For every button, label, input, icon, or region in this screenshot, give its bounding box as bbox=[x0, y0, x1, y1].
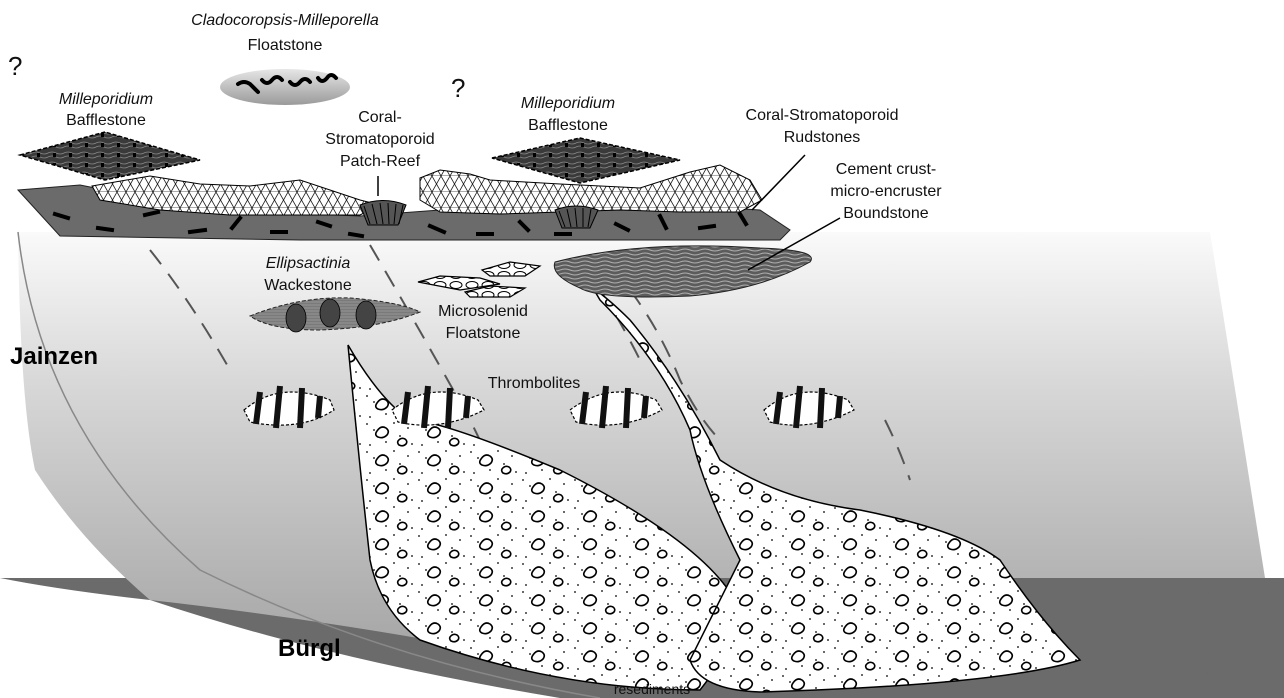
milleporidium-bafflestone-left bbox=[20, 132, 200, 180]
cladocoropsis-floatstone-oval bbox=[220, 69, 350, 105]
milleporidium-bafflestone-right bbox=[492, 138, 680, 183]
ellipsactinia-sub-label: Wackestone bbox=[264, 277, 352, 294]
patch-reef-right bbox=[555, 206, 598, 228]
milleporidium-left-sub: Bafflestone bbox=[66, 112, 146, 129]
cement-label-2: micro-encruster bbox=[830, 183, 942, 200]
burgl-label: Bürgl bbox=[278, 635, 341, 662]
patch-reef-label-1: Coral- bbox=[358, 109, 402, 126]
resediments-label: resediments bbox=[614, 681, 690, 697]
jainzen-label: Jainzen bbox=[10, 343, 98, 370]
question-mark-left: ? bbox=[8, 51, 22, 81]
patch-reef-label-2: Stromatoporoid bbox=[325, 131, 434, 148]
rudstones-label-1: Coral-Stromatoporoid bbox=[746, 107, 899, 124]
question-mark-mid: ? bbox=[451, 73, 465, 103]
patch-reef-label-3: Patch-Reef bbox=[340, 153, 421, 170]
cement-label-3: Boundstone bbox=[843, 205, 929, 222]
microsolenid-label-1: Microsolenid bbox=[438, 303, 528, 320]
thrombolites-label: Thrombolites bbox=[488, 375, 580, 392]
milleporidium-right-sub: Bafflestone bbox=[528, 117, 608, 134]
patch-reef-left bbox=[360, 201, 406, 226]
cladocoropsis-label: Cladocoropsis-Milleporella bbox=[191, 12, 379, 29]
ellipsactinia-label: Ellipsactinia bbox=[266, 255, 351, 272]
milleporidium-left-label: Milleporidium bbox=[59, 91, 153, 108]
cement-label-1: Cement crust- bbox=[836, 161, 936, 178]
milleporidium-right-label: Milleporidium bbox=[521, 95, 615, 112]
cladocoropsis-sub-label: Floatstone bbox=[248, 37, 323, 54]
rudstones-label-2: Rudstones bbox=[784, 129, 861, 146]
microsolenid-label-2: Floatstone bbox=[446, 325, 521, 342]
